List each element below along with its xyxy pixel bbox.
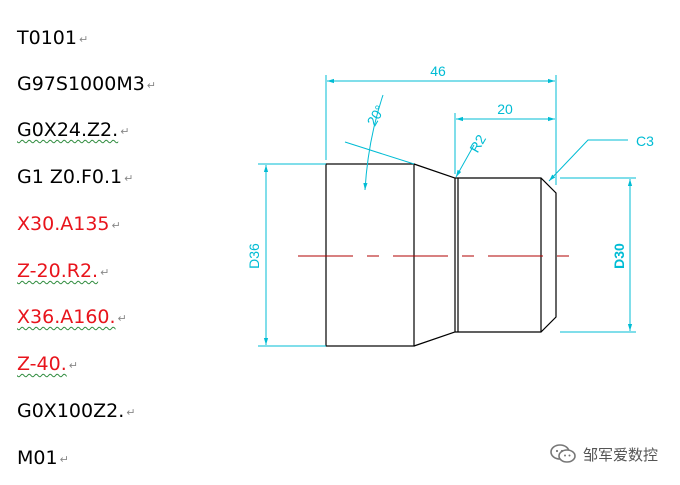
wechat-icon bbox=[550, 444, 576, 463]
label-taper-angle: 20° bbox=[363, 102, 387, 128]
program-line: Z-40.↵ bbox=[17, 352, 78, 378]
paragraph-mark-icon: ↵ bbox=[68, 359, 78, 372]
program-line: G97S1000M3↵ bbox=[17, 72, 156, 98]
program-line: M01↵ bbox=[17, 446, 69, 472]
taper-section bbox=[413, 163, 456, 347]
label-chamfer: C3 bbox=[636, 133, 654, 149]
paragraph-mark-icon: ↵ bbox=[111, 219, 121, 232]
paragraph-mark-icon: ↵ bbox=[120, 125, 130, 138]
program-line: G1 Z0.F0.1↵ bbox=[17, 165, 133, 191]
program-line-text: Z-40. bbox=[17, 353, 67, 375]
large-diameter-section bbox=[325, 163, 415, 347]
program-line-text: G97S1000M3 bbox=[17, 73, 145, 95]
label-small-diameter: D30 bbox=[611, 243, 627, 269]
small-diameter-section bbox=[455, 177, 557, 333]
chamfer-leader bbox=[548, 139, 628, 182]
program-line-text: G0X24.Z2. bbox=[17, 119, 119, 141]
angle-leader bbox=[344, 141, 415, 165]
dimension-lines bbox=[258, 75, 636, 347]
part-outline bbox=[325, 163, 557, 347]
label-overall-length: 46 bbox=[430, 63, 446, 79]
dim-taper-angle bbox=[363, 94, 384, 191]
program-line: Z-20.R2.↵ bbox=[17, 259, 109, 285]
paragraph-mark-icon: ↵ bbox=[117, 312, 127, 325]
program-line-text: Z-20.R2. bbox=[17, 260, 99, 282]
watermark-text: 邹军爱数控 bbox=[582, 445, 658, 464]
fillet-leader bbox=[455, 144, 475, 178]
program-line: X30.A135↵ bbox=[17, 212, 121, 238]
program-line: G0X100Z2.↵ bbox=[17, 399, 135, 425]
label-large-diameter: D36 bbox=[246, 243, 262, 269]
label-step-length: 20 bbox=[497, 101, 513, 117]
program-line-text: X30.A135 bbox=[17, 213, 110, 235]
program-line-text: G1 Z0.F0.1 bbox=[17, 166, 123, 188]
program-line-text: X36.A160. bbox=[17, 306, 116, 328]
paragraph-mark-icon: ↵ bbox=[146, 79, 157, 92]
program-line: X36.A160.↵ bbox=[17, 305, 127, 331]
program-line: G0X24.Z2.↵ bbox=[17, 118, 129, 144]
paragraph-mark-icon: ↵ bbox=[126, 406, 136, 419]
paragraph-mark-icon: ↵ bbox=[100, 266, 110, 279]
dimension-labels: 46 20 20° R2 C3 D36 D30 bbox=[246, 63, 654, 269]
program-line: T0101↵ bbox=[17, 26, 88, 52]
paragraph-mark-icon: ↵ bbox=[78, 33, 89, 46]
watermark: 邹军爱数控 bbox=[549, 443, 658, 465]
paragraph-mark-icon: ↵ bbox=[59, 453, 69, 466]
program-line-text: G0X100Z2. bbox=[17, 400, 125, 422]
paragraph-mark-icon: ↵ bbox=[124, 172, 134, 185]
program-line-text: M01 bbox=[17, 447, 58, 469]
program-line-text: T0101 bbox=[17, 27, 77, 49]
label-fillet: R2 bbox=[466, 132, 489, 156]
